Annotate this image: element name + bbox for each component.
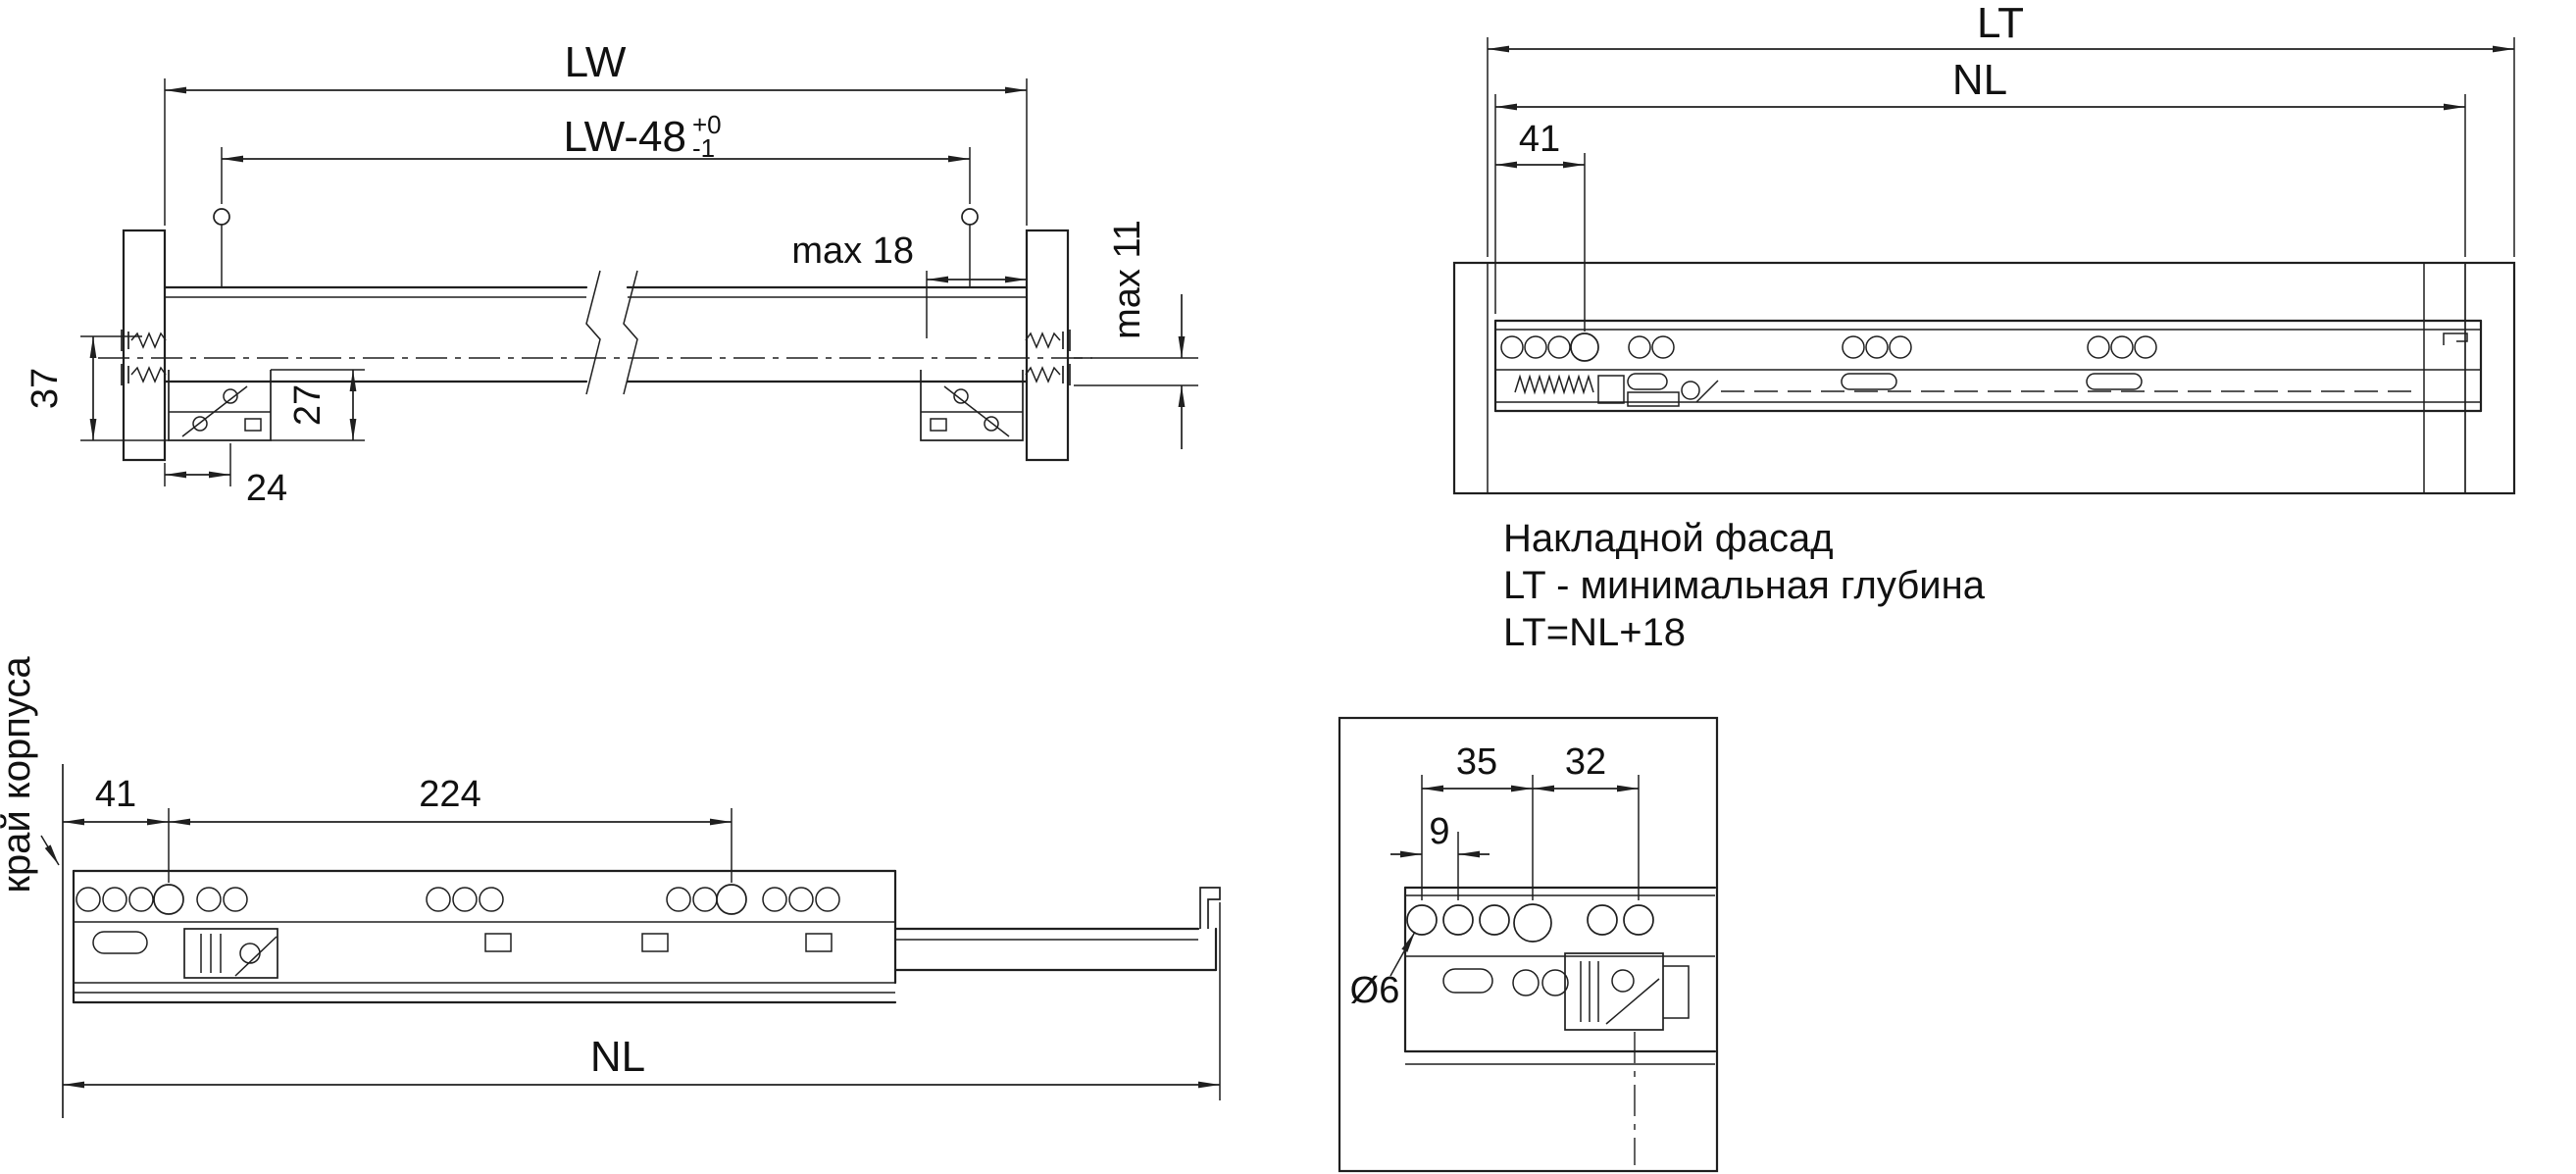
spring-latch — [1514, 374, 1719, 407]
dimension-37: 37 — [25, 335, 169, 441]
dim-label-nl: NL — [1952, 56, 2007, 104]
dim-label-lw48: LW-48 — [563, 113, 686, 161]
dim-label-41: 41 — [1519, 119, 1560, 160]
dimension-lw: LW — [164, 38, 1028, 226]
latch-mechanism-right — [920, 208, 1024, 441]
dimension-diameter-6: Ø6 — [1350, 931, 1416, 1011]
dimension-nl-extended: NL — [63, 902, 1221, 1100]
slide-rail-side — [1493, 319, 2483, 413]
dimension-nl-mounted: NL — [1494, 56, 2466, 314]
dimension-9: 9 — [1390, 811, 1490, 900]
dim-label-41-ext: 41 — [95, 774, 136, 815]
screw-right-bottom — [1025, 364, 1071, 385]
dim-label-32: 32 — [1565, 741, 1606, 783]
dimension-lw48: LW-48 +0 -1 — [221, 110, 971, 204]
mounting-holes-extended — [76, 884, 840, 954]
cabinet-panel-left — [122, 229, 167, 462]
locating-pin-left — [213, 208, 230, 226]
inner-member-extended — [893, 887, 1221, 972]
break-line — [623, 270, 638, 395]
note-min-depth: LT - минимальная глубина — [1503, 564, 1986, 607]
dim-label-224: 224 — [419, 774, 480, 815]
dimension-24: 24 — [164, 443, 287, 509]
mounting-holes — [1500, 332, 2157, 390]
dim-label-diameter: Ø6 — [1350, 970, 1400, 1011]
drawer-rail-band — [98, 270, 1092, 395]
screw-left-top — [121, 330, 167, 351]
front-view: LW LW-48 +0 -1 max 18 max 11 — [25, 38, 1198, 509]
note-overlay-front: Накладной фасад — [1503, 517, 1834, 560]
dimension-224: 224 — [169, 774, 732, 883]
cabinet-panel-right — [1025, 229, 1070, 462]
dim-label-max18: max 18 — [791, 230, 914, 272]
dimension-max18: max 18 — [791, 230, 1027, 338]
dimension-41-mounted: 41 — [1495, 119, 1586, 332]
detail-box — [1338, 716, 1719, 1173]
front-hook — [2443, 332, 2468, 345]
locating-pin-right — [961, 208, 979, 226]
screw-right-top — [1025, 330, 1071, 351]
cabinet-edge-leader — [40, 835, 60, 866]
front-bracket-hook — [1199, 887, 1221, 929]
mounted-view: LT NL 41 Накладной фасад LT - минимальна… — [1452, 0, 2516, 654]
dim-label-nl-ext: NL — [590, 1033, 645, 1081]
extended-view: край корпуса — [0, 656, 1221, 1118]
detail-latch — [1564, 952, 1690, 1165]
dimension-lt: LT — [1487, 0, 2515, 257]
cabinet-outline — [1452, 261, 2516, 495]
screw-left-bottom — [121, 364, 167, 385]
dim-label-27: 27 — [287, 384, 328, 426]
dimension-41-extended: 41 — [63, 774, 170, 883]
dim-label-37: 37 — [25, 368, 66, 409]
latch-mechanism-left — [168, 208, 272, 441]
dim-label-9: 9 — [1429, 811, 1449, 852]
dim-label-24: 24 — [246, 468, 287, 509]
dimension-max11: max 11 — [1074, 220, 1198, 449]
dim-label-lw: LW — [565, 38, 627, 86]
detail-holes — [1406, 903, 1654, 996]
dim-label-lt: LT — [1977, 0, 2024, 47]
dimension-35: 35 — [1421, 741, 1534, 900]
break-line — [585, 270, 601, 395]
dim-label-max11: max 11 — [1107, 220, 1148, 339]
dimension-32: 32 — [1533, 741, 1640, 900]
note-formula: LT=NL+18 — [1503, 611, 1686, 654]
dim-label-lw48-upper-tol: +0 — [692, 110, 722, 139]
rail-fragment — [1403, 886, 1717, 1165]
outer-rail — [72, 869, 897, 1004]
latch-mechanism-extended — [183, 928, 278, 979]
dim-label-lw48-lower-tol: -1 — [692, 133, 715, 163]
detail-view: 35 32 9 Ø6 — [1338, 716, 1719, 1173]
dimension-27: 27 — [271, 369, 365, 441]
cabinet-edge-label: край корпуса — [0, 656, 38, 893]
notes-block: Накладной фасад LT - минимальная глубина… — [1503, 517, 1986, 654]
dim-label-35: 35 — [1456, 741, 1497, 783]
